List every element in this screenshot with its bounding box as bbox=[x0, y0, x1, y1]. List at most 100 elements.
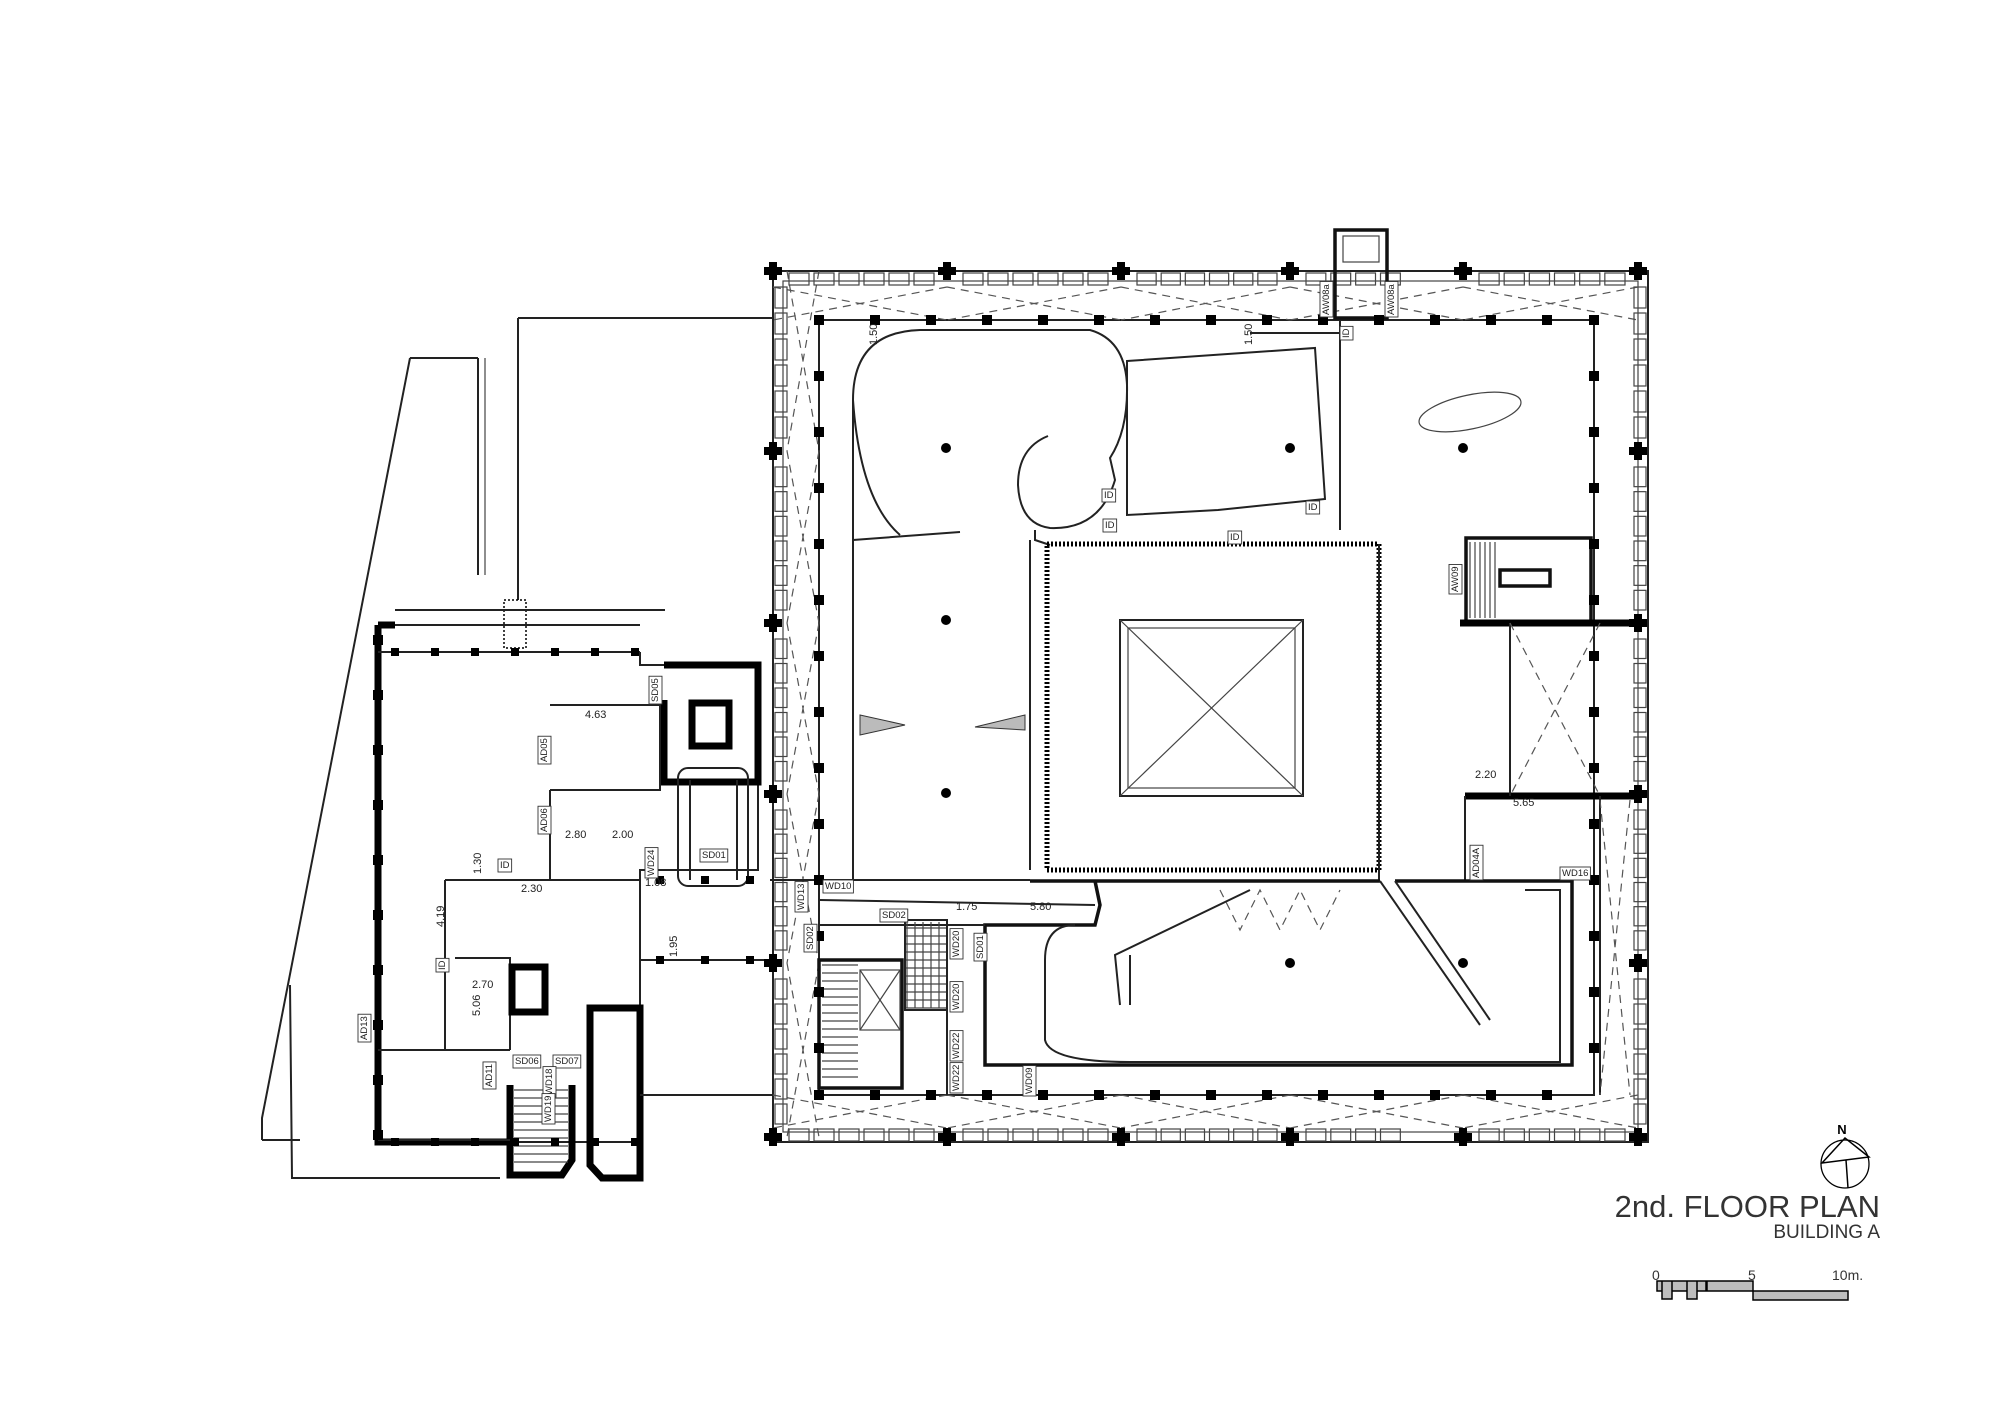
column bbox=[591, 648, 599, 656]
main-building-outer-wall bbox=[772, 270, 1649, 1143]
truss-panel bbox=[1633, 540, 1647, 562]
column bbox=[1150, 1090, 1160, 1100]
bracing-line bbox=[1120, 286, 1291, 1129]
cross-column bbox=[1629, 442, 1647, 460]
truss-panel bbox=[774, 338, 788, 361]
tag-box bbox=[949, 928, 964, 960]
dimension-label: 2.00 bbox=[612, 829, 633, 841]
west-annex-outer-wall bbox=[374, 621, 510, 1146]
column bbox=[814, 483, 824, 493]
office-room-wall bbox=[549, 704, 661, 881]
truss-panel bbox=[774, 930, 788, 951]
column bbox=[373, 910, 383, 920]
round-column bbox=[1285, 443, 1295, 453]
truss-panel bbox=[1633, 1028, 1647, 1050]
door-tag: WD20 bbox=[951, 931, 962, 957]
column bbox=[373, 745, 383, 755]
column bbox=[1589, 875, 1599, 885]
skylight-oval bbox=[1418, 391, 1522, 433]
door-tag: WD24 bbox=[646, 850, 657, 876]
truss-panel bbox=[1579, 1128, 1601, 1142]
column bbox=[814, 819, 824, 829]
bracing-line bbox=[786, 962, 820, 1138]
north-arrow: N bbox=[1820, 1122, 1871, 1189]
dimension-label: 1.08 bbox=[645, 877, 666, 889]
window-tag: AW08a bbox=[1321, 283, 1332, 315]
main-building-column-line bbox=[818, 319, 1595, 1096]
truss-panel bbox=[1160, 272, 1181, 286]
column bbox=[814, 371, 824, 381]
tag-box bbox=[1022, 1065, 1037, 1097]
scale-label-10: 10m. bbox=[1832, 1267, 1863, 1283]
truss-panel bbox=[962, 272, 984, 286]
column bbox=[1589, 315, 1599, 325]
truss-panel bbox=[1062, 1128, 1084, 1142]
escalator bbox=[677, 767, 749, 887]
truss-panel bbox=[774, 390, 788, 413]
scale-bar: 0 5 10m. bbox=[1652, 1267, 1863, 1301]
truss-panel bbox=[888, 272, 910, 286]
column bbox=[391, 1138, 399, 1146]
angled-partition bbox=[1113, 889, 1251, 1006]
column bbox=[373, 635, 383, 645]
dimension-label: 2.30 bbox=[521, 883, 542, 895]
round-column bbox=[1458, 443, 1468, 453]
column bbox=[701, 876, 709, 884]
cross-column bbox=[1454, 1128, 1472, 1146]
west-restroom-wall bbox=[586, 1004, 644, 1182]
column bbox=[1318, 315, 1328, 325]
column bbox=[1589, 539, 1599, 549]
truss-panel bbox=[774, 711, 788, 733]
tag-box bbox=[803, 923, 818, 953]
elevator-car bbox=[1342, 235, 1380, 263]
truss-panel bbox=[1633, 390, 1647, 413]
bracing-line bbox=[1462, 286, 1639, 1129]
dimension-label: 1.30 bbox=[472, 853, 484, 874]
truss-panel bbox=[1633, 589, 1647, 611]
truss-panel bbox=[1633, 638, 1647, 660]
column bbox=[814, 875, 824, 885]
truss-panel bbox=[863, 272, 885, 286]
tag-box bbox=[1227, 530, 1243, 545]
truss-panel bbox=[1355, 1128, 1377, 1142]
door-tag: SD02 bbox=[882, 910, 906, 921]
door-tag: WD10 bbox=[825, 881, 851, 892]
column bbox=[1589, 707, 1599, 717]
truss-panel bbox=[788, 272, 810, 286]
column bbox=[814, 1090, 824, 1100]
door-tag: WD22 bbox=[951, 1033, 962, 1059]
truss-panel bbox=[1184, 272, 1206, 286]
door-tag: SD01 bbox=[702, 850, 726, 861]
bracing-line bbox=[772, 286, 948, 1129]
column bbox=[373, 690, 383, 700]
column bbox=[631, 1138, 639, 1146]
truss-panel bbox=[1633, 687, 1647, 709]
truss-panel bbox=[838, 272, 860, 286]
truss-panel bbox=[774, 286, 788, 309]
truss-panel bbox=[1633, 906, 1647, 927]
tag-box bbox=[949, 981, 964, 1013]
bracing-line bbox=[946, 286, 1122, 1129]
truss-panel bbox=[838, 1128, 860, 1142]
column bbox=[1589, 987, 1599, 997]
truss-panel bbox=[987, 1128, 1009, 1142]
truss-panel bbox=[1633, 978, 1647, 1000]
bracing-line bbox=[1289, 286, 1464, 1129]
column bbox=[1589, 651, 1599, 661]
truss-panel bbox=[1633, 515, 1647, 537]
window-tag: AW09 bbox=[1450, 566, 1461, 592]
column bbox=[1094, 1090, 1104, 1100]
column bbox=[373, 1075, 383, 1085]
column bbox=[631, 648, 639, 656]
tag-box bbox=[357, 1013, 372, 1043]
truss-panel bbox=[913, 272, 935, 286]
round-column bbox=[941, 788, 951, 798]
door-tag: AD05 bbox=[539, 738, 550, 762]
dimension-label: 1.50 bbox=[868, 324, 880, 345]
truss-panel bbox=[1087, 272, 1109, 286]
truss-panel bbox=[774, 1078, 788, 1100]
tag-box bbox=[879, 908, 909, 923]
door-tag: ID bbox=[1104, 490, 1114, 501]
truss-panel bbox=[1633, 662, 1647, 684]
cross-column bbox=[938, 1128, 956, 1146]
